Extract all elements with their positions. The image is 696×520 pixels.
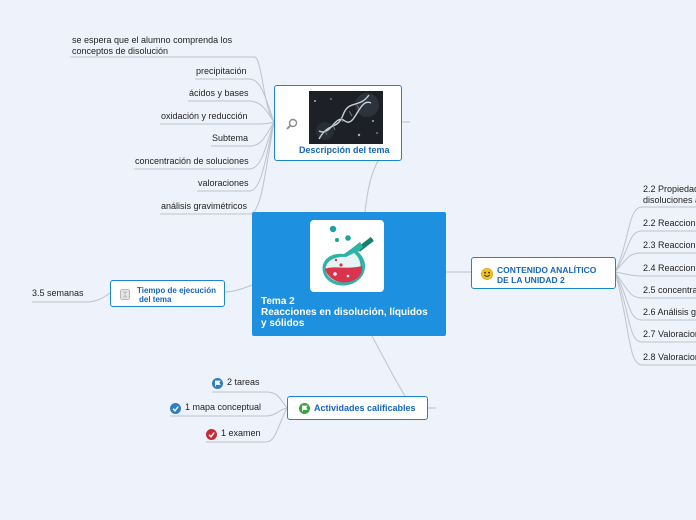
descripcion-item-6[interactable]: concentración de soluciones	[135, 156, 249, 166]
contenido-item-5[interactable]: 2.5 concentrac	[643, 285, 696, 295]
contenido-title-line-2: DE LA UNIDAD 2	[497, 275, 565, 285]
red-check-icon	[206, 429, 217, 440]
descripcion-node[interactable]: Descripción del tema	[274, 85, 402, 161]
descripcion-item-5[interactable]: Subtema	[212, 133, 249, 143]
flask-card	[310, 220, 384, 292]
contenido-title: CONTENIDO ANALÍTICO DE LA UNIDAD 2	[497, 265, 596, 285]
contenido-item-7[interactable]: 2.7 Valoracion	[643, 329, 696, 339]
descripcion-item-3[interactable]: ácidos y bases	[189, 88, 249, 98]
tiempo-title-line-1: Tiempo de ejecución	[137, 286, 216, 295]
magnifier-icon	[286, 118, 298, 130]
actividad-item-2[interactable]: 1 mapa conceptual	[170, 402, 262, 414]
central-topic[interactable]: Tema 2 Reacciones en disolución, líquido…	[252, 212, 446, 336]
contenido-item-6[interactable]: 2.6 Análisis g	[643, 307, 696, 317]
actividad-item-3-label: 1 examen	[221, 428, 261, 438]
contenido-item-8[interactable]: 2.8 Valoracion	[643, 352, 696, 362]
contenido-item-2[interactable]: 2.2 Reaccion	[643, 218, 696, 228]
descripcion-item-8[interactable]: análisis gravimétricos	[161, 201, 248, 211]
flask-icon	[322, 225, 374, 286]
dna-image	[309, 91, 383, 144]
actividades-node[interactable]: Actividades calificables	[287, 396, 428, 420]
descripcion-title: Descripción del tema	[299, 145, 390, 155]
descripcion-item-1-line-2: conceptos de disolución	[72, 46, 169, 56]
contenido-item-1-line-2: disoluciones a	[643, 195, 696, 205]
smiley-icon	[481, 268, 493, 280]
central-title: Tema 2 Reacciones en disolución, líquido…	[261, 296, 428, 329]
descripcion-item-1[interactable]: se espera que el alumno comprenda los co…	[72, 35, 232, 57]
blue-flag-icon	[212, 378, 223, 389]
descripcion-item-7[interactable]: valoraciones	[198, 178, 249, 188]
tiempo-value[interactable]: 3.5 semanas	[32, 288, 84, 298]
descripcion-item-4[interactable]: oxidación y reducción	[161, 111, 248, 121]
contenido-title-line-1: CONTENIDO ANALÍTICO	[497, 265, 597, 275]
contenido-item-4[interactable]: 2.4 Reaccion	[643, 263, 696, 273]
connector-central-tiempo	[224, 284, 253, 293]
contenido-item-1[interactable]: 2.2 Propiedad disoluciones a	[643, 184, 696, 206]
central-title-line-2: Reacciones en disolución, líquidos	[261, 307, 428, 318]
actividad-item-2-label: 1 mapa conceptual	[185, 402, 262, 412]
tiempo-node[interactable]: Tiempo de ejecución del tema	[110, 280, 225, 307]
green-flag-icon	[299, 403, 310, 414]
descripcion-item-1-line-1: se espera que el alumno comprenda los	[72, 35, 233, 45]
contenido-item-1-line-1: 2.2 Propiedad	[643, 184, 696, 194]
descripcion-item-2[interactable]: precipitación	[196, 66, 247, 76]
central-title-line-1: Tema 2	[261, 296, 295, 307]
actividad-item-1[interactable]: 2 tareas	[212, 377, 260, 389]
contenido-node[interactable]: CONTENIDO ANALÍTICO DE LA UNIDAD 2	[471, 257, 616, 289]
actividad-item-3[interactable]: 1 examen	[206, 428, 261, 440]
actividades-title: Actividades calificables	[314, 403, 416, 413]
connector-central-actividades	[371, 335, 406, 397]
connector-central-descripcion	[364, 160, 379, 213]
blue-check-icon	[170, 403, 181, 414]
hourglass-icon	[120, 289, 130, 300]
central-title-line-3: y sólidos	[261, 318, 305, 329]
contenido-item-3[interactable]: 2.3 Reaccion	[643, 240, 696, 250]
tiempo-title-line-2: del tema	[139, 295, 172, 304]
actividad-item-1-label: 2 tareas	[227, 377, 260, 387]
tiempo-title: Tiempo de ejecución del tema	[137, 286, 216, 304]
